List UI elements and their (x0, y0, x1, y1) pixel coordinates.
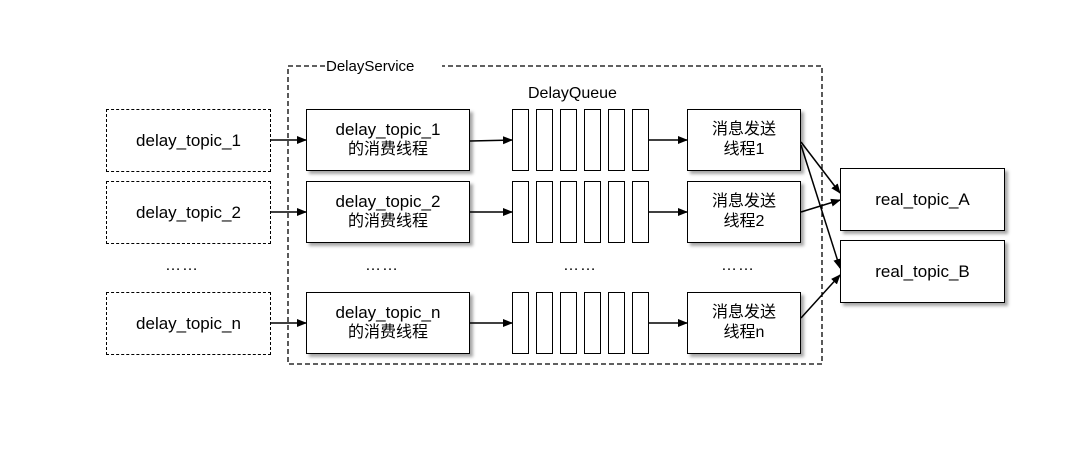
queue-ellipsis: …… (563, 257, 597, 274)
consumer-thread-2: delay_topic_2 的消费线程 (306, 181, 470, 243)
queue-cell (560, 109, 577, 171)
input-ellipsis: …… (165, 257, 199, 274)
delay-service-label: DelayService (326, 58, 415, 75)
arrow-sender2-realA (800, 198, 841, 213)
real-topic-b: real_topic_B (840, 240, 1005, 303)
consumer-thread-n: delay_topic_n 的消费线程 (306, 292, 470, 354)
queue-cell (632, 109, 649, 171)
queue-cell (608, 109, 625, 171)
queue-cell (512, 181, 529, 243)
consumer-ellipsis: …… (365, 257, 399, 274)
queue-cell (536, 181, 553, 243)
input-topic-1-label: delay_topic_1 (136, 130, 241, 150)
consumer-thread-1-desc: 的消费线程 (347, 141, 428, 158)
sender-thread-1: 消息发送 线程1 (687, 109, 801, 171)
consumer-thread-1-topic: delay_topic_1 (335, 120, 441, 139)
real-topic-b-label: real_topic_B (875, 261, 970, 281)
delay-queue-1 (512, 109, 649, 171)
delay-queue-n (512, 292, 649, 354)
queue-cell (560, 181, 577, 243)
sender-thread-1-line2: 线程1 (723, 141, 765, 158)
sender-thread-1-line1: 消息发送 (711, 121, 776, 138)
input-topic-n-label: delay_topic_n (136, 313, 241, 333)
sender-ellipsis: …… (721, 257, 755, 274)
delay-service-container (287, 65, 823, 365)
consumer-thread-n-topic: delay_topic_n (335, 303, 441, 322)
real-topic-a: real_topic_A (840, 168, 1005, 231)
queue-cell (512, 292, 529, 354)
queue-cell (536, 292, 553, 354)
queue-cell (536, 109, 553, 171)
queue-cell (632, 181, 649, 243)
consumer-thread-1: delay_topic_1 的消费线程 (306, 109, 470, 171)
queue-cell (584, 292, 601, 354)
delay-queue-label: DelayQueue (528, 85, 617, 102)
arrow-consumer1-queue1 (469, 136, 513, 145)
sender-thread-n: 消息发送 线程n (687, 292, 801, 354)
queue-cell (608, 181, 625, 243)
sender-thread-2: 消息发送 线程2 (687, 181, 801, 243)
consumer-thread-2-topic: delay_topic_2 (335, 192, 441, 211)
input-topic-1: delay_topic_1 (106, 109, 271, 172)
arrow-sendern-realB (800, 274, 841, 319)
input-topic-2: delay_topic_2 (106, 181, 271, 244)
consumer-thread-2-desc: 的消费线程 (347, 213, 428, 230)
sender-thread-n-line1: 消息发送 (711, 304, 776, 321)
queue-cell (608, 292, 625, 354)
delay-queue-2 (512, 181, 649, 243)
input-topic-n: delay_topic_n (106, 292, 271, 355)
arrow-sender1-realA (800, 141, 841, 194)
queue-cell (560, 292, 577, 354)
sender-thread-2-line2: 线程2 (723, 213, 765, 230)
queue-cell (512, 109, 529, 171)
queue-cell (584, 109, 601, 171)
input-topic-2-label: delay_topic_2 (136, 202, 241, 222)
consumer-thread-n-desc: 的消费线程 (347, 324, 428, 341)
sender-thread-n-line2: 线程n (723, 324, 765, 341)
queue-cell (632, 292, 649, 354)
sender-thread-2-line1: 消息发送 (711, 193, 776, 210)
real-topic-a-label: real_topic_A (875, 189, 970, 209)
queue-cell (584, 181, 601, 243)
